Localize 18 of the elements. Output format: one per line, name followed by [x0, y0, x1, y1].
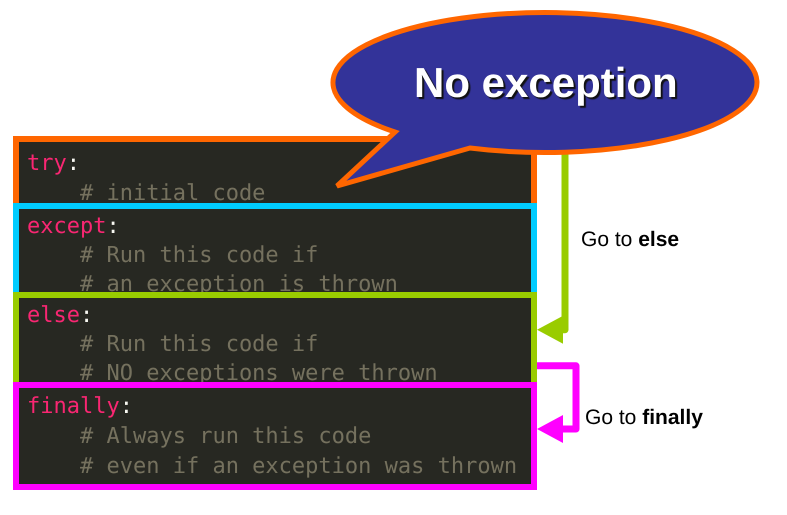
code-comment: # Always run this code: [80, 426, 372, 448]
code-comment: # Run this code if: [80, 245, 318, 267]
code-panel: [13, 292, 537, 382]
code-keyword: finally:: [27, 396, 133, 418]
arrow: [537, 152, 568, 344]
code-comment: # even if an exception was thrown: [80, 456, 518, 478]
code-comment: # Run this code if: [80, 334, 318, 356]
code-keyword: try:: [27, 153, 80, 175]
code-comment: # initial code: [80, 183, 266, 205]
code-comment: # an exception is thrown: [80, 274, 398, 296]
code-comment: # NO exceptions were thrown: [80, 363, 438, 385]
code-keyword: except:: [27, 216, 120, 238]
edge-label: Go to finally: [585, 406, 703, 430]
bubble-text: No exception: [414, 60, 678, 106]
code-panel: [13, 382, 537, 490]
arrow: [537, 362, 580, 443]
code-panel: [13, 203, 537, 292]
code-keyword: else:: [27, 305, 94, 327]
